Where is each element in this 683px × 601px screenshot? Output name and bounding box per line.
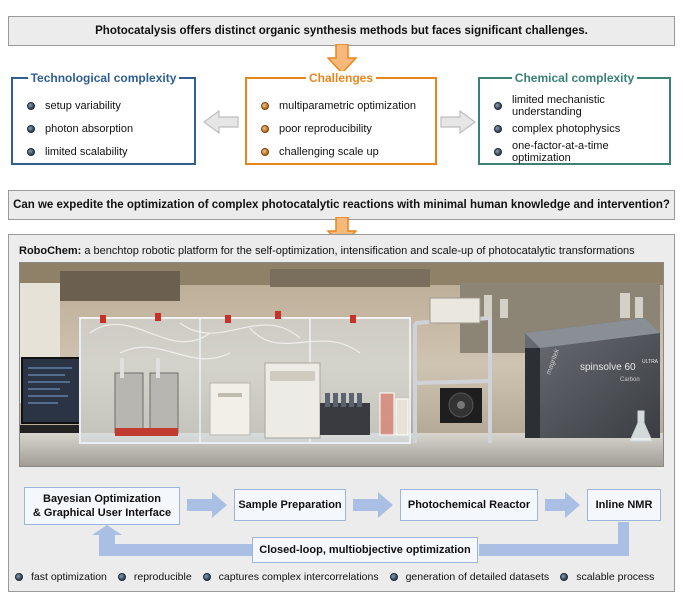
right-arrow-icon	[545, 492, 580, 518]
bullet-icon	[15, 573, 23, 581]
benefits-list: fast optimization reproducible captures …	[15, 571, 665, 583]
right-arrow-icon	[440, 110, 476, 134]
bullet-icon	[27, 147, 35, 156]
photochemical-reactor-box: Photochemical Reactor	[400, 489, 538, 521]
right-arrow-icon	[187, 492, 227, 518]
benefit-item: fast optimization	[15, 571, 107, 583]
list-item: complex photophysics	[494, 117, 669, 140]
bullet-icon	[261, 124, 269, 133]
inline-nmr-box: Inline NMR	[587, 489, 661, 521]
robochem-panel: RoboChem: a benchtop robotic platform fo…	[8, 234, 675, 592]
robochem-name: RoboChem:	[19, 245, 82, 257]
list-item: setup variability	[27, 94, 133, 117]
closed-loop-box: Closed-loop, multiobjective optimization	[252, 537, 478, 563]
bullet-icon	[27, 101, 35, 110]
bullet-icon	[494, 124, 502, 133]
robochem-platform-photo: spinsolve 60 ULTRA magritek Carbon	[19, 262, 664, 467]
nmr-spectrometer-illustration: spinsolve 60 ULTRA magritek Carbon	[525, 318, 660, 438]
bullet-icon	[494, 101, 502, 110]
top-banner-text: Photocatalysis offers distinct organic s…	[95, 25, 588, 37]
bullet-icon	[261, 101, 269, 110]
technological-complexity-box: Technological complexity setup variabili…	[11, 71, 196, 165]
loop-connector-right	[479, 522, 629, 556]
bullet-icon	[261, 147, 269, 156]
benefit-item: scalable process	[560, 571, 654, 583]
bullet-icon	[27, 124, 35, 133]
technological-complexity-title: Technological complexity	[27, 71, 180, 85]
chemical-complexity-box: Chemical complexity limited mechanistic …	[478, 71, 671, 165]
challenges-title: Challenges	[305, 71, 377, 85]
bullet-icon	[560, 573, 569, 581]
question-banner-text: Can we expedite the optimization of comp…	[13, 199, 670, 211]
nmr-model-label: Carbon	[620, 377, 640, 383]
challenges-box: Challenges multiparametric optimization …	[245, 71, 437, 165]
down-arrow-icon	[327, 44, 357, 74]
list-item: photon absorption	[27, 117, 133, 140]
nmr-sub-label: ULTRA	[642, 359, 659, 365]
lab-photo-illustration: spinsolve 60 ULTRA magritek Carbon	[20, 263, 663, 466]
nmr-brand-label: spinsolve 60	[580, 362, 636, 373]
chemical-complexity-title: Chemical complexity	[511, 71, 638, 85]
list-item: limited mechanistic understanding	[494, 94, 669, 118]
bullet-icon	[494, 147, 502, 156]
list-item: poor reproducibility	[261, 117, 416, 140]
bayes-line-1: Bayesian Optimization	[43, 493, 161, 505]
benefit-item: generation of detailed datasets	[389, 571, 549, 583]
bullet-icon	[117, 573, 126, 581]
list-item: one-factor-at-a-time optimization	[494, 140, 669, 164]
list-item: multiparametric optimization	[261, 94, 416, 117]
question-banner: Can we expedite the optimization of comp…	[8, 190, 675, 220]
benefit-item: reproducible	[117, 571, 192, 583]
bayes-line-2: & Graphical User Interface	[32, 507, 172, 519]
left-arrow-icon	[203, 110, 239, 134]
right-arrow-icon	[353, 492, 393, 518]
up-arrow-icon	[92, 525, 252, 556]
sample-preparation-box: Sample Preparation	[234, 489, 346, 521]
top-banner: Photocatalysis offers distinct organic s…	[8, 16, 675, 46]
benefit-item: captures complex intercorrelations	[202, 571, 379, 583]
bayesian-optimization-box: Bayesian Optimization & Graphical User I…	[24, 487, 180, 525]
robochem-description: a benchtop robotic platform for the self…	[81, 245, 635, 257]
bullet-icon	[202, 573, 211, 581]
bullet-icon	[389, 573, 398, 581]
list-item: limited scalability	[27, 140, 133, 163]
list-item: challenging scale up	[261, 140, 416, 163]
robochem-title: RoboChem: a benchtop robotic platform fo…	[19, 245, 635, 257]
